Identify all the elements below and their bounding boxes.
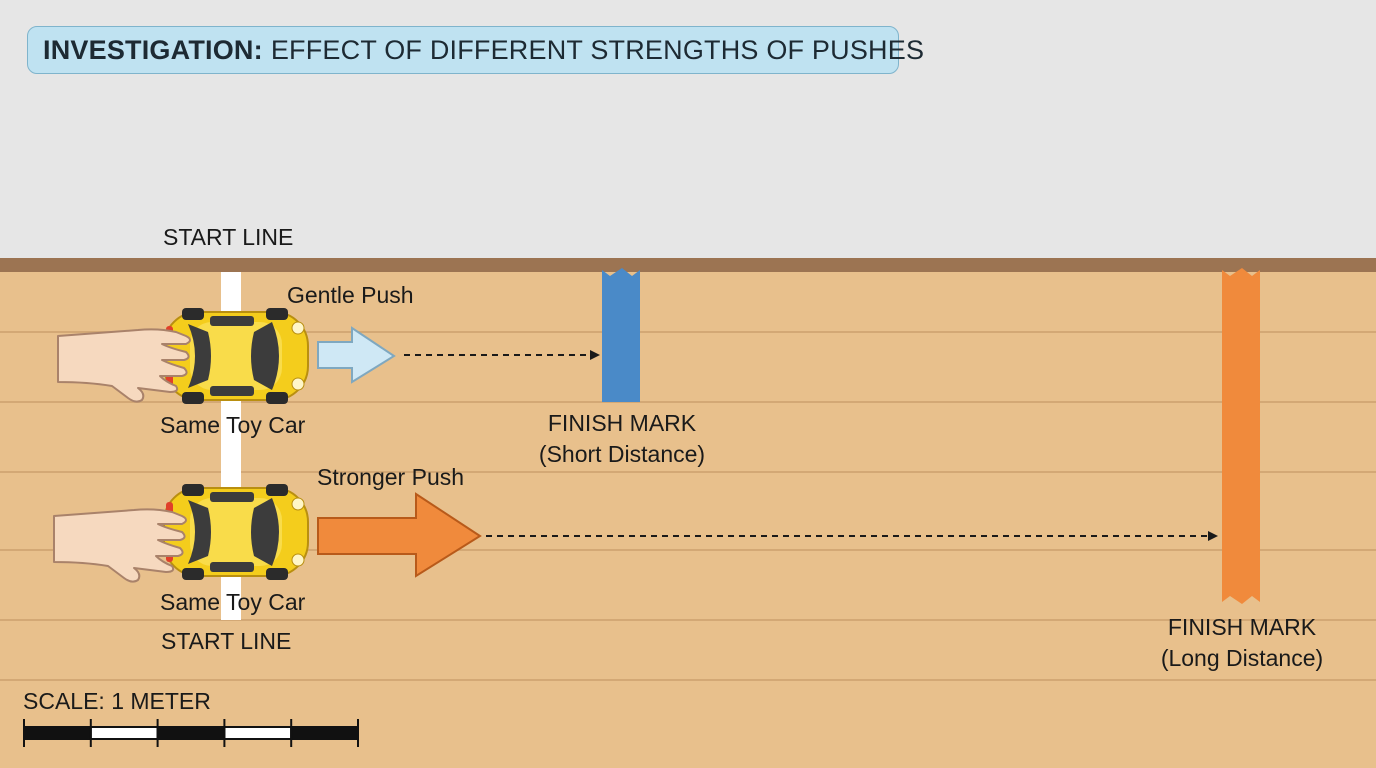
title-bold: INVESTIGATION: <box>43 34 263 65</box>
stronger-push-label: Stronger Push <box>317 464 465 490</box>
start-line-label-top: START LINE <box>163 224 294 250</box>
scale-segment <box>156 726 226 740</box>
finish-mark-long-sub: (Long Distance) <box>1160 645 1324 671</box>
finish-mark-short: FINISH MARK (Short Distance) <box>522 408 722 470</box>
title-rest: EFFECT OF DIFFERENT STRENGTHS OF PUSHES <box>270 34 925 65</box>
toy-car-icon <box>163 483 309 581</box>
start-line-label-bottom: START LINE <box>161 628 292 654</box>
gentle-push-arrow <box>317 326 396 384</box>
scale-segment <box>89 726 159 740</box>
car-label-top: Same Toy Car <box>160 412 306 438</box>
baseboard <box>0 258 1376 272</box>
short-distance-tape <box>602 268 640 402</box>
stronger-push-arrow <box>317 492 482 578</box>
page-title: INVESTIGATION: EFFECT OF DIFFERENT STREN… <box>27 26 924 74</box>
finish-mark-long: FINISH MARK (Long Distance) <box>1140 612 1344 674</box>
gentle-push-label: Gentle Push <box>287 282 414 308</box>
long-distance-tape <box>1222 268 1260 604</box>
scale-bar <box>23 719 360 747</box>
car-label-bottom: Same Toy Car <box>160 589 306 615</box>
finish-mark-long-title: FINISH MARK <box>1167 614 1317 640</box>
scale-segment <box>23 726 92 740</box>
finish-mark-short-title: FINISH MARK <box>547 410 697 436</box>
scale-segment <box>223 726 293 740</box>
scale-segment <box>290 726 360 740</box>
finish-mark-short-sub: (Short Distance) <box>538 441 706 467</box>
scale-label: SCALE: 1 METER <box>23 688 211 714</box>
